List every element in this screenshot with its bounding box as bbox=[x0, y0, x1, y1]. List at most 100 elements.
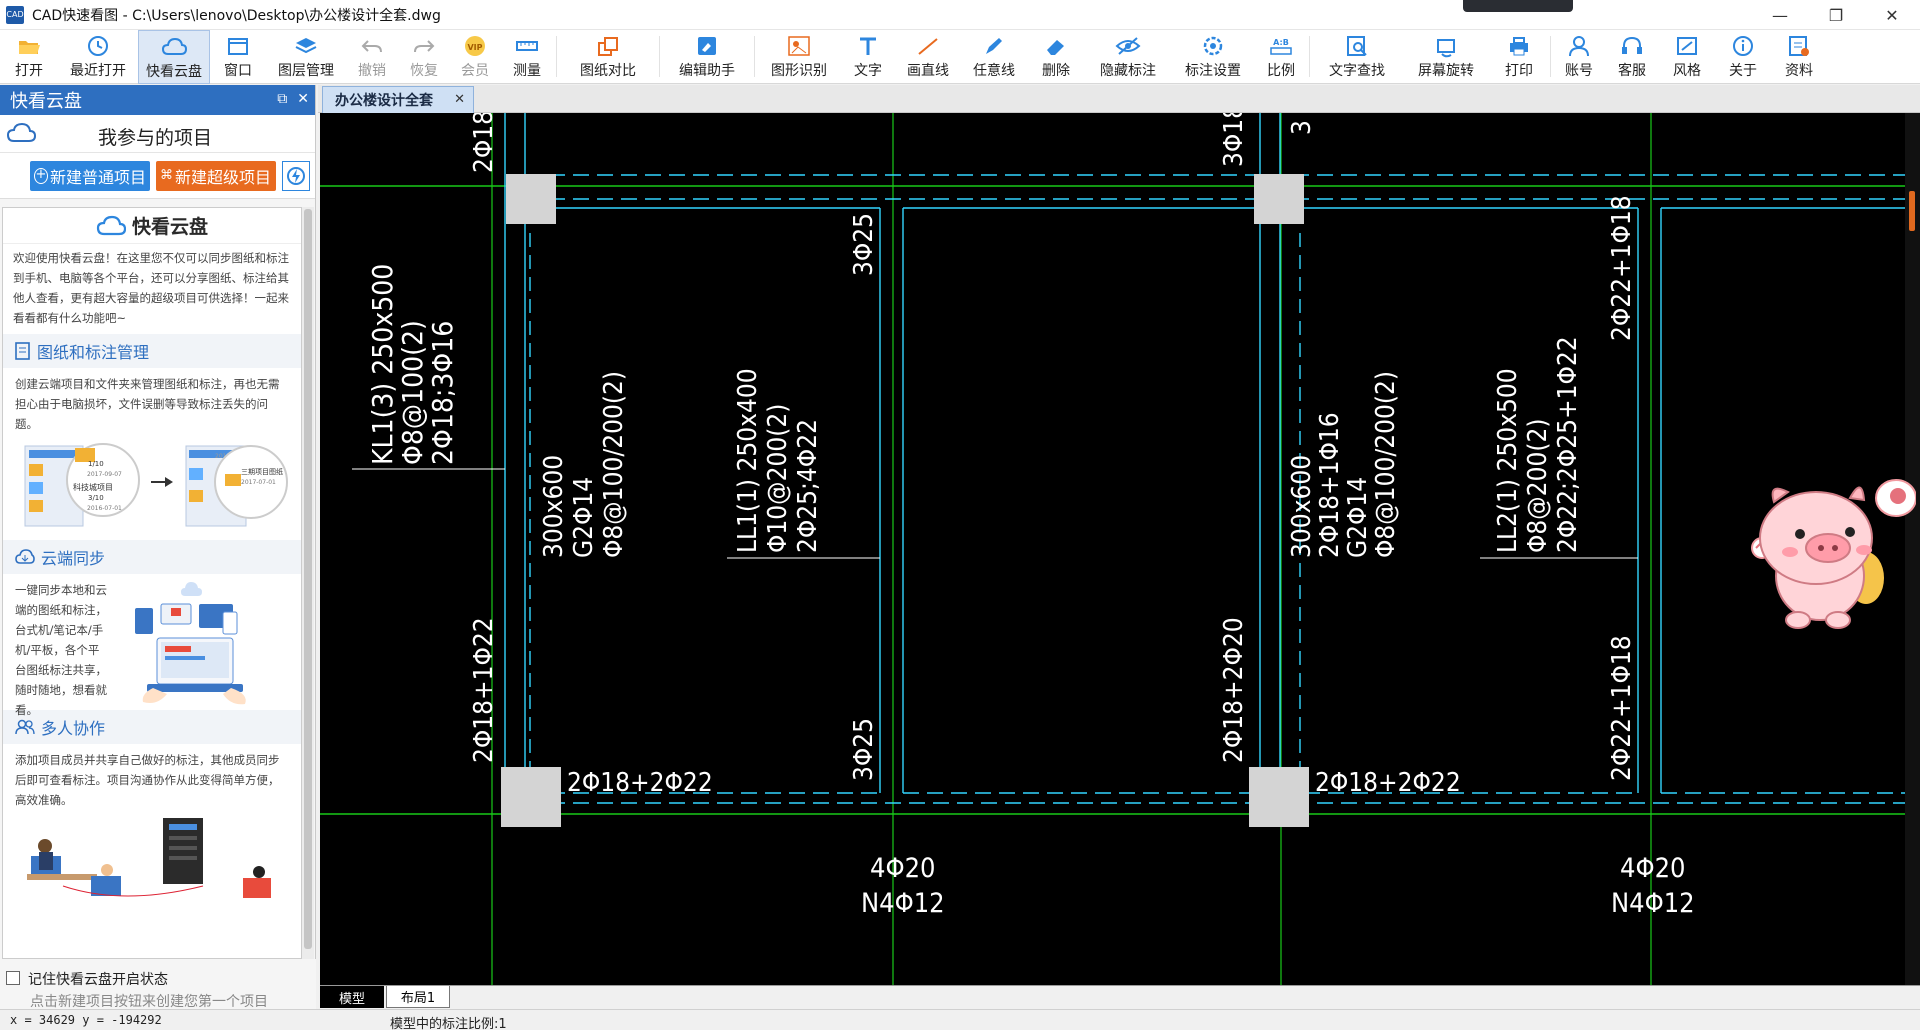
scrollbar-thumb[interactable] bbox=[304, 209, 312, 949]
clock-icon bbox=[85, 34, 111, 58]
toolbar-rotate-label: 屏幕旋转 bbox=[1418, 63, 1474, 79]
tab-office-building[interactable]: 办公楼设计全套 ✕ bbox=[322, 86, 474, 113]
toolbar-recognize-button[interactable]: 图形识别 bbox=[757, 30, 841, 84]
beam-label-a-line1: 300x600 bbox=[539, 455, 569, 558]
canvas-scrollbar[interactable] bbox=[1905, 113, 1920, 985]
toolbar-print-label: 打印 bbox=[1505, 63, 1533, 79]
pen-icon bbox=[981, 34, 1007, 58]
toolbar-redo-button[interactable]: 恢复 bbox=[398, 30, 450, 84]
docs-icon bbox=[1786, 34, 1812, 58]
toolbar-text-label: 文字 bbox=[854, 63, 882, 79]
illus-date2: 2017-09-07 bbox=[87, 471, 122, 478]
document-icon bbox=[15, 342, 30, 360]
pig-mascot-icon[interactable] bbox=[1738, 472, 1916, 634]
remember-state-label: 记住快看云盘开启状态 bbox=[28, 972, 168, 988]
cloud-icon bbox=[6, 122, 36, 142]
toolbar-service-label: 客服 bbox=[1618, 63, 1646, 79]
cursor-coordinates: x = 34629 y = -194292 bbox=[10, 1013, 162, 1027]
toolbar-about-button[interactable]: 关于 bbox=[1715, 30, 1771, 84]
toolbar-line-button[interactable]: 画直线 bbox=[895, 30, 961, 84]
user-icon bbox=[1566, 34, 1592, 58]
toolbar-undo-label: 撤销 bbox=[358, 63, 386, 79]
undo-icon bbox=[359, 34, 385, 58]
illustration-sync bbox=[135, 582, 246, 705]
toolbar-ratio-button[interactable]: A:B 比例 bbox=[1255, 30, 1307, 84]
toolbar-rotate-button[interactable]: 屏幕旋转 bbox=[1402, 30, 1490, 84]
shape-recognize-icon bbox=[786, 34, 812, 58]
toolbar-separator bbox=[659, 36, 660, 77]
cad-annotations: KL1(3) 250x500 Φ8@100(2) 2Φ18;3Φ16 300x6… bbox=[366, 113, 1695, 919]
cloud-panel-scrollbar[interactable] bbox=[302, 207, 314, 959]
toolbar-recent-button[interactable]: 最近打开 bbox=[58, 30, 138, 84]
screen-notch bbox=[1463, 0, 1573, 12]
toolbar-findtext-label: 文字查找 bbox=[1329, 63, 1385, 79]
toolbar-open-button[interactable]: 打开 bbox=[0, 30, 58, 84]
beam-label-kl1-line2: Φ8@100(2) bbox=[396, 320, 429, 465]
close-window-button[interactable]: ✕ bbox=[1885, 5, 1899, 25]
cloud-intro-heading: 快看云盘 bbox=[3, 208, 301, 244]
restore-button[interactable]: ❐ bbox=[1828, 5, 1844, 25]
new-normal-project-button[interactable]: + 新建普通项目 bbox=[30, 160, 150, 191]
toolbar-account-button[interactable]: 账号 bbox=[1553, 30, 1605, 84]
toolbar-compare-button[interactable]: 图纸对比 bbox=[559, 30, 657, 84]
rebar-label-3: 3 bbox=[1287, 120, 1317, 135]
beam-label-b-line4: Φ8@100/200(2) bbox=[1371, 371, 1401, 558]
toolbar-ratio-label: 比例 bbox=[1267, 63, 1295, 79]
beam-label-ll2-line2: Φ8@200(2) bbox=[1523, 419, 1553, 553]
toolbar-print-button[interactable]: 打印 bbox=[1490, 30, 1548, 84]
headset-icon bbox=[1619, 34, 1645, 58]
redo-icon bbox=[411, 34, 437, 58]
panel-close-icon[interactable]: ✕ bbox=[297, 91, 309, 107]
minimize-button[interactable]: — bbox=[1772, 5, 1788, 25]
toolbar-style-label: 风格 bbox=[1673, 63, 1701, 79]
toolbar-delete-button[interactable]: 删除 bbox=[1027, 30, 1085, 84]
document-tabs: 办公楼设计全套 ✕ bbox=[318, 85, 1920, 113]
rebar-label-4: 3Φ25 bbox=[849, 213, 879, 276]
toolbar-layers-button[interactable]: 图层管理 bbox=[266, 30, 346, 84]
toolbar-window-button[interactable]: 窗口 bbox=[210, 30, 266, 84]
toolbar-docs-label: 资料 bbox=[1785, 63, 1813, 79]
toolbar-cloud-button[interactable]: 快看云盘 bbox=[138, 30, 210, 84]
remember-state-checkbox[interactable] bbox=[6, 971, 20, 985]
plus-circle-icon: + bbox=[34, 166, 48, 184]
beam-label-ll1-line2: Φ10@200(2) bbox=[763, 404, 793, 553]
tab-layout1[interactable]: 布局1 bbox=[386, 986, 450, 1008]
tab-close-icon[interactable]: ✕ bbox=[454, 92, 465, 107]
toolbar-undo-button[interactable]: 撤销 bbox=[346, 30, 398, 84]
beam-label-ll2-line3: 2Φ22;2Φ25+1Φ22 bbox=[1553, 336, 1583, 553]
sync-button[interactable] bbox=[282, 160, 310, 191]
beam-label-b-line3: G2Φ14 bbox=[1343, 477, 1373, 558]
toolbar-style-button[interactable]: 风格 bbox=[1659, 30, 1715, 84]
toolbar-separator bbox=[556, 36, 557, 77]
cad-drawing-canvas[interactable]: KL1(3) 250x500 Φ8@100(2) 2Φ18;3Φ16 300x6… bbox=[320, 113, 1920, 985]
toolbar-hide-button[interactable]: 隐藏标注 bbox=[1085, 30, 1171, 84]
section-header-collab: 多人协作 bbox=[3, 710, 301, 744]
toolbar-compare-label: 图纸对比 bbox=[580, 63, 636, 79]
section-text-sync: 一键同步本地和云端的图纸和标注，台式机/笔记本/手机/平板，各个平台图纸标注共享… bbox=[15, 583, 107, 717]
illustration-manage: 1/10 2017-09-07 科技城项目 3/10 2016-07-01 20… bbox=[3, 440, 301, 540]
section-header-manage: 图纸和标注管理 bbox=[3, 334, 301, 368]
svg-text:VIP: VIP bbox=[467, 43, 482, 52]
new-super-project-label: 新建超级项目 bbox=[175, 167, 272, 187]
toolbar-service-button[interactable]: 客服 bbox=[1605, 30, 1659, 84]
new-normal-project-label: 新建普通项目 bbox=[49, 167, 146, 187]
toolbar-settings-button[interactable]: 标注设置 bbox=[1171, 30, 1255, 84]
toolbar-edit-button[interactable]: 编辑助手 bbox=[662, 30, 752, 84]
cloud-intro-content: 快看云盘 欢迎使用快看云盘！在这里您不仅可以同步图纸和标注到手机、电脑等各个平台… bbox=[2, 207, 302, 959]
rebar-label-15: N4Φ12 bbox=[1611, 888, 1695, 919]
toolbar-measure-button[interactable]: 测量 bbox=[500, 30, 554, 84]
tab-model[interactable]: 模型 bbox=[320, 986, 384, 1008]
toolbar-findtext-button[interactable]: 文字查找 bbox=[1312, 30, 1402, 84]
toolbar-text-button[interactable]: 文字 bbox=[841, 30, 895, 84]
toolbar-freehand-button[interactable]: 任意线 bbox=[961, 30, 1027, 84]
toolbar-docs-button[interactable]: 资料 bbox=[1771, 30, 1827, 84]
cloud-icon bbox=[96, 215, 126, 235]
project-header: 我参与的项目 bbox=[0, 115, 315, 153]
edit-assistant-icon bbox=[694, 34, 720, 58]
svg-text:A:B: A:B bbox=[1273, 38, 1289, 47]
cloud-sync-icon bbox=[15, 549, 35, 564]
new-super-project-button[interactable]: ⌘ 新建超级项目 bbox=[156, 160, 276, 191]
toolbar-hide-label: 隐藏标注 bbox=[1100, 63, 1156, 79]
panel-float-icon[interactable]: ⧉ bbox=[277, 91, 288, 107]
